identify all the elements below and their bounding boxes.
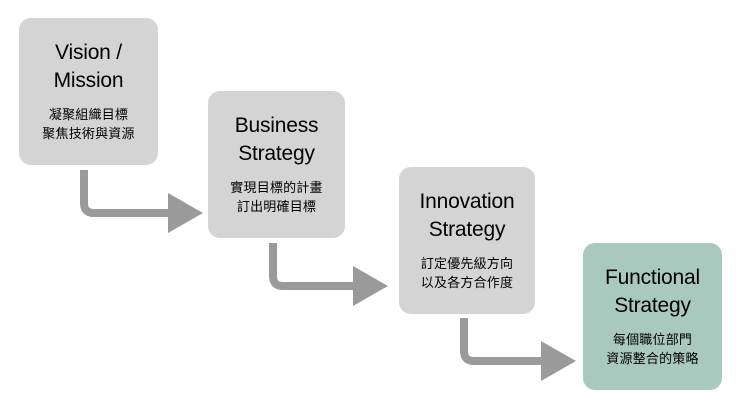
- node-description: 訂定優先級方向 以及各方合作度: [420, 256, 514, 291]
- arrow-innovation-to-functional: [460, 318, 576, 381]
- node-functional-strategy[interactable]: Functional Strategy 每個職位部門 資源整合的策略: [583, 243, 722, 390]
- node-title: Innovation Strategy: [419, 189, 515, 241]
- node-title: Functional Strategy: [605, 265, 700, 317]
- arrow-business-to-innovation: [269, 243, 388, 306]
- node-business-strategy[interactable]: Business Strategy 實現目標的計畫 訂出明確目標: [208, 91, 345, 238]
- node-vision-mission[interactable]: Vision / Mission 凝聚組織目標 聚焦技術與資源: [19, 18, 158, 165]
- node-description: 凝聚組織目標 聚焦技術與資源: [42, 107, 135, 142]
- node-description: 實現目標的計畫 訂出明確目標: [230, 180, 323, 215]
- node-title: Vision / Mission: [53, 40, 124, 92]
- node-description: 每個職位部門 資源整合的策略: [606, 332, 699, 367]
- node-innovation-strategy[interactable]: Innovation Strategy 訂定優先級方向 以及各方合作度: [399, 167, 535, 314]
- node-title: Business Strategy: [234, 113, 319, 165]
- arrow-vision-to-business: [80, 170, 203, 233]
